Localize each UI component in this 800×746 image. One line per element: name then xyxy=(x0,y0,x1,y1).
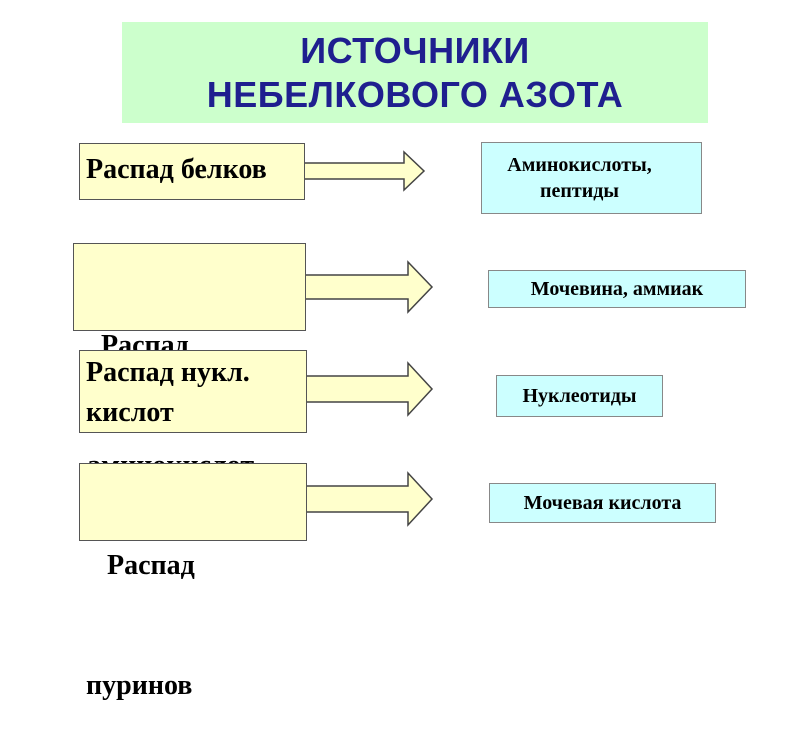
product-label: пептиды xyxy=(539,180,619,202)
arrow-right-icon xyxy=(305,361,434,417)
product-label: Мочевая кислота xyxy=(523,492,682,514)
source-label: Распад нукл. xyxy=(86,357,250,388)
source-box-purines: Распад пуринов xyxy=(79,463,307,701)
arrows-layer xyxy=(303,150,434,527)
arrow-right-icon xyxy=(305,471,434,527)
product-box-uric-acid: Мочевая кислота xyxy=(489,483,716,523)
product-label: Мочевина, аммиак xyxy=(530,278,704,300)
source-label: кислот xyxy=(86,397,174,428)
source-box-protein: Распад белков xyxy=(79,143,305,200)
product-label: Нуклеотиды xyxy=(522,385,637,407)
source-label: Распад белков xyxy=(86,154,267,185)
product-box-nucleotides: Нуклеотиды xyxy=(496,375,663,417)
product-box-urea-ammonia: Мочевина, аммиак xyxy=(488,270,746,308)
arrow-right-icon xyxy=(304,260,434,314)
arrow-right-icon xyxy=(303,150,426,192)
source-box-amino-acids: Распад аминокислот xyxy=(73,243,306,481)
product-label: Аминокислоты, xyxy=(507,154,652,176)
source-box-nucleic-acids: Распад нукл. кислот xyxy=(79,350,307,433)
title-line-1: ИСТОЧНИКИ xyxy=(300,29,530,71)
source-label: Распад xyxy=(86,550,195,581)
title-box: ИСТОЧНИКИ НЕБЕЛКОВОГО АЗОТА xyxy=(122,22,708,123)
source-label: пуринов xyxy=(86,670,193,701)
title-line-2: НЕБЕЛКОВОГО АЗОТА xyxy=(206,73,624,115)
product-box-amino-peptides: Аминокислоты, пептиды xyxy=(481,142,702,214)
